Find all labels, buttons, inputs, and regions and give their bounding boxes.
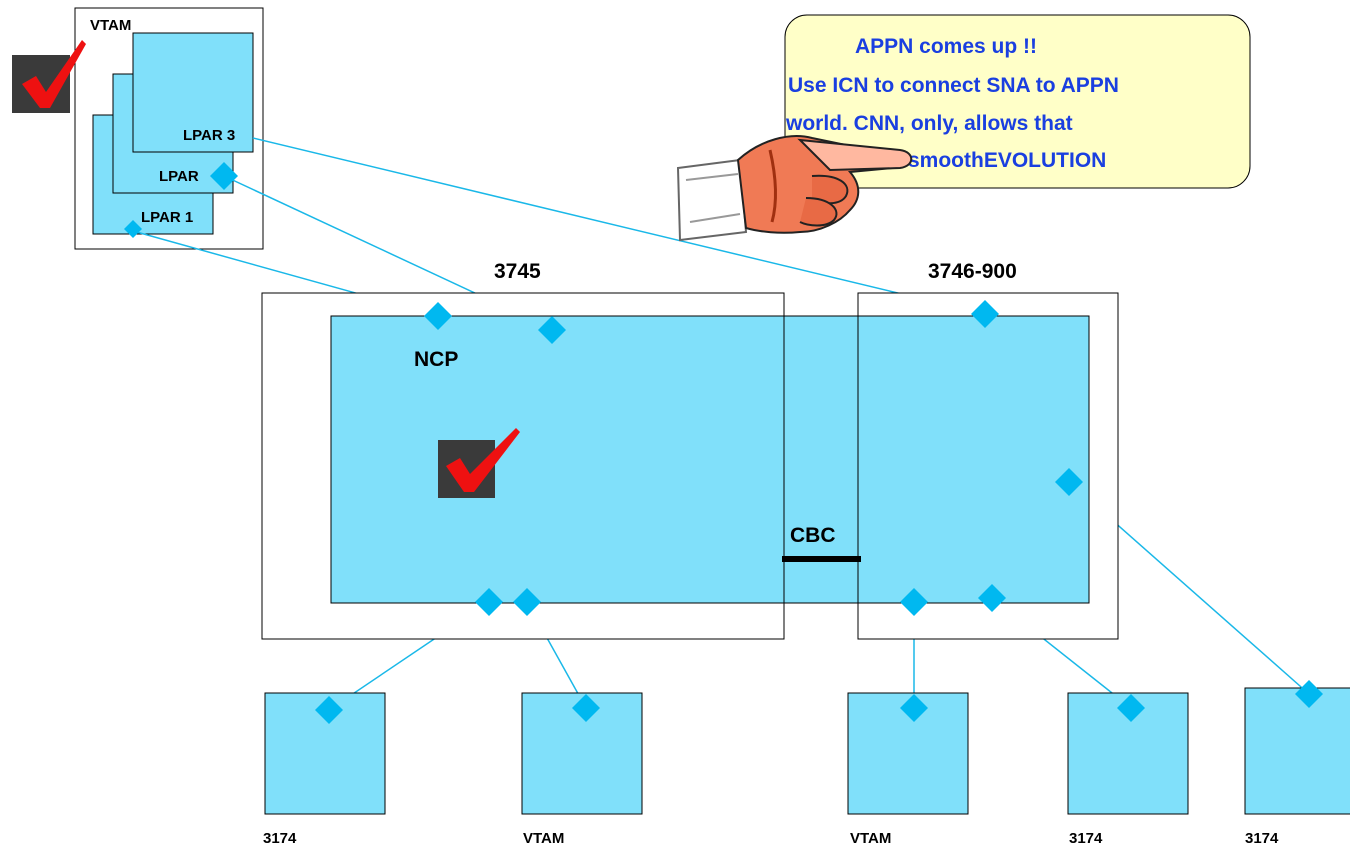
callout-line-3: world. CNN, only, allows that [785, 112, 1073, 135]
pointing-hand-icon [676, 135, 913, 242]
diamond-connector-icon [1117, 694, 1145, 722]
checkmark-icon [438, 428, 520, 498]
callout-line-1: APPN comes up !! [855, 35, 1037, 58]
link-lpar3-3746 [252, 137, 986, 315]
diamond-connector-icon [124, 220, 142, 238]
device-label-3174-a: 3174 [263, 830, 297, 847]
ncp-label: NCP [414, 348, 458, 371]
checkmark-icon [12, 40, 86, 113]
diamond-connector-icon [1295, 680, 1323, 708]
diamond-connector-icon [978, 584, 1006, 612]
diamond-connector-icon [971, 300, 999, 328]
callout-line-2: Use ICN to connect SNA to APPN [788, 74, 1119, 97]
diamond-connector-icon [424, 302, 452, 330]
callout-bubble [784, 14, 1251, 189]
diamond-connector-icon [900, 694, 928, 722]
diamond-connector-icon [1055, 468, 1083, 496]
diamond-connector-icon [900, 588, 928, 616]
diamond-connector-icon [315, 696, 343, 724]
cbc-label: CBC [790, 524, 836, 547]
device-label-vtam-b: VTAM [850, 830, 891, 847]
device-box-3174-c [1244, 687, 1350, 815]
lpar-1-label: LPAR 1 [141, 209, 193, 226]
diamond-connector-icon [572, 694, 600, 722]
device-label-3174-b: 3174 [1069, 830, 1103, 847]
diamond-connector-icon [475, 588, 503, 616]
diamond-connector-icon [513, 588, 541, 616]
controller-3745-label: 3745 [494, 260, 541, 283]
callout-line-4: smoothEVOLUTION [908, 149, 1106, 172]
device-label-3174-c: 3174 [1245, 830, 1279, 847]
host-label: VTAM [90, 17, 131, 34]
lpar-2-label: LPAR [159, 168, 199, 185]
diamond-connector-icon [210, 162, 238, 190]
controller-3746-label: 3746-900 [928, 260, 1017, 283]
device-label-vtam-a: VTAM [523, 830, 564, 847]
lpar-3-box [132, 32, 254, 153]
lpar-3-label: LPAR 3 [183, 127, 235, 144]
diamond-connector-icon [538, 316, 566, 344]
connectors [124, 162, 1323, 724]
